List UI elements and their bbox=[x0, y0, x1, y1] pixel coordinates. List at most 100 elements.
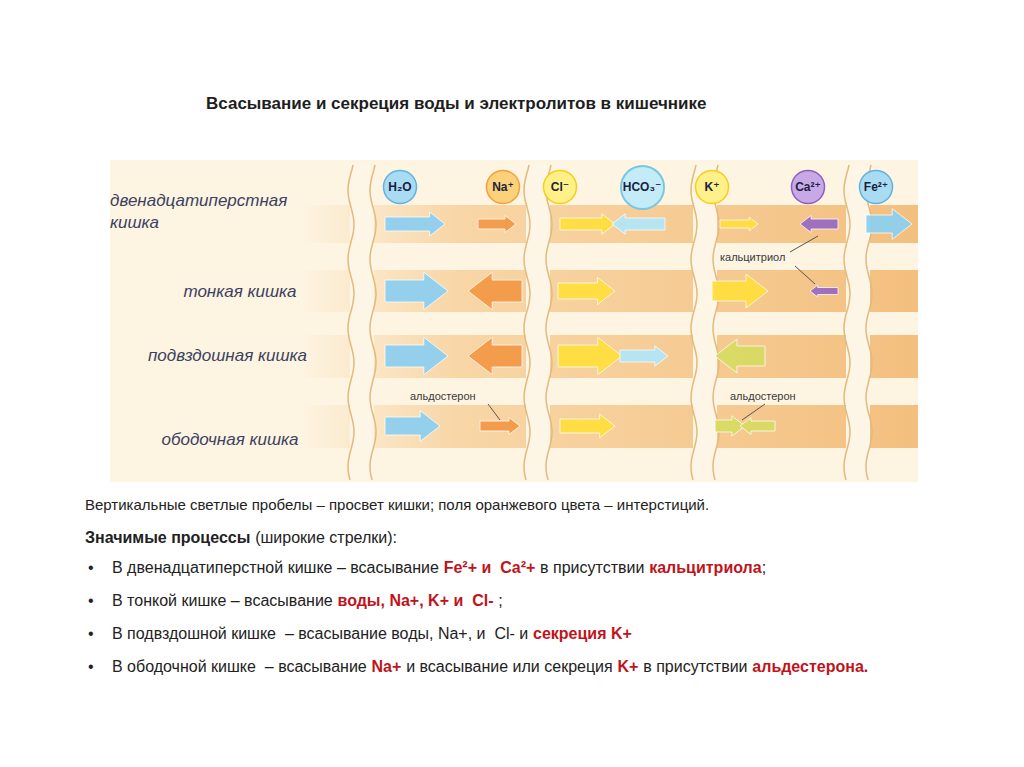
transport-arrow bbox=[385, 212, 445, 236]
transport-arrow bbox=[800, 216, 838, 233]
hormone-label: альдостерон bbox=[408, 390, 478, 402]
ion-circle-outline bbox=[792, 171, 825, 204]
ion-circle: H₂O bbox=[382, 169, 418, 205]
row-label: подвздошная кишка bbox=[115, 345, 340, 367]
ion-circle-outline bbox=[384, 171, 417, 204]
ion-circle: Fe²⁺ bbox=[858, 169, 894, 205]
transport-arrow bbox=[468, 272, 522, 309]
diagram-title: Всасывание и секреция воды и электролито… bbox=[206, 94, 706, 114]
process-text: K+ bbox=[618, 658, 639, 675]
process-text: Na+ bbox=[372, 658, 402, 675]
interstitium-band bbox=[300, 335, 918, 378]
transport-arrow bbox=[620, 346, 668, 366]
row-label: ободочная кишка bbox=[125, 429, 335, 451]
transport-arrow bbox=[612, 214, 665, 234]
leader-line bbox=[790, 236, 818, 252]
diagram-ground bbox=[110, 160, 918, 482]
lumen-wall bbox=[370, 165, 376, 480]
lumen-wall bbox=[844, 165, 850, 480]
ion-circle: Cl⁻ bbox=[542, 169, 578, 205]
process-text: В тонкой кишке – всасывание bbox=[112, 592, 333, 609]
interstitium-band bbox=[300, 205, 918, 243]
row-label: двенадцатиперстная кишка bbox=[110, 190, 310, 234]
process-text: в присутствии bbox=[540, 559, 644, 576]
transport-arrow bbox=[720, 217, 758, 231]
transport-arrow bbox=[478, 216, 516, 233]
process-text: альдестерона. bbox=[752, 658, 868, 675]
ion-symbol: Ca²⁺ bbox=[795, 180, 821, 194]
heading-line: Значимые процессы (широкие стрелки): bbox=[85, 526, 985, 549]
lumen-wall bbox=[713, 165, 719, 480]
transport-arrow bbox=[715, 339, 765, 373]
transport-arrow bbox=[468, 337, 522, 374]
process-text: в присутствии bbox=[643, 658, 747, 675]
bullet-mark: • bbox=[88, 556, 94, 579]
process-text: Значимые процессы bbox=[85, 529, 250, 546]
transport-arrow bbox=[810, 285, 838, 297]
interstitium-band bbox=[300, 270, 918, 312]
transport-arrow bbox=[560, 214, 615, 234]
process-text: секреция K+ bbox=[533, 625, 632, 642]
leader-line bbox=[742, 404, 765, 420]
ion-circle-outline bbox=[544, 171, 577, 204]
process-text: воды, Na+, K+ и Cl- bbox=[338, 592, 494, 609]
ion-circle-outline bbox=[620, 165, 663, 208]
lumen-wall bbox=[524, 165, 530, 480]
process-text: В ободочной кишке – всасывание bbox=[112, 658, 367, 675]
ion-symbol: H₂O bbox=[388, 180, 411, 194]
process-text: ; bbox=[498, 592, 502, 609]
leader-lines bbox=[488, 236, 818, 420]
lumen-wall bbox=[348, 165, 354, 480]
row-label: тонкая кишка bbox=[140, 281, 340, 303]
transport-arrow bbox=[385, 411, 440, 442]
ion-circle: HCO₃⁻ bbox=[619, 164, 666, 211]
lumen-wall bbox=[691, 165, 697, 480]
ion-circle: Na⁺ bbox=[485, 169, 521, 205]
bullet-mark: • bbox=[88, 622, 94, 645]
process-text: и всасывание или секреция bbox=[406, 658, 613, 675]
bullet-line: • В тонкой кишке – всасывание воды, Na+, K… bbox=[88, 589, 972, 612]
process-text: Fe²+ и Ca²+ bbox=[444, 559, 536, 576]
ion-symbol: K⁺ bbox=[705, 180, 720, 194]
ion-symbol: Na⁺ bbox=[492, 180, 514, 194]
lumen-wall bbox=[866, 165, 872, 480]
hormone-label: альдостерон bbox=[728, 390, 798, 402]
process-text: ; bbox=[762, 559, 766, 576]
bullet-mark: • bbox=[88, 589, 94, 612]
lumen-columns bbox=[348, 165, 872, 480]
transport-arrow bbox=[560, 414, 615, 438]
ion-circle: K⁺ bbox=[694, 169, 730, 205]
transport-arrow bbox=[558, 277, 615, 304]
transport-arrow bbox=[385, 272, 448, 309]
transport-arrow bbox=[385, 337, 448, 374]
bullet-line: • В ободочной кишке – всасывание Na+и всас… bbox=[88, 655, 972, 678]
ion-circle-outline bbox=[860, 171, 893, 204]
hormone-label: кальцитриол bbox=[718, 251, 787, 263]
ion-circle-outline bbox=[487, 171, 520, 204]
transport-arrow bbox=[558, 337, 622, 374]
bullet-line: • В подвздошной кишке – всасывание воды, … bbox=[88, 622, 972, 645]
ion-symbol: HCO₃⁻ bbox=[623, 180, 662, 194]
process-text: кальцитриола bbox=[649, 559, 761, 576]
process-text: В подвздошной кишке – всасывание воды, N… bbox=[112, 625, 528, 642]
transport-arrow bbox=[480, 418, 520, 435]
bullet-line: • В двенадцатиперстной кишке – всасывание… bbox=[88, 556, 972, 579]
interstitium-band bbox=[300, 405, 918, 448]
bullet-mark: • bbox=[88, 655, 94, 678]
leader-line bbox=[795, 266, 815, 284]
lumen-wall bbox=[546, 165, 552, 480]
transport-arrows bbox=[385, 209, 912, 442]
leader-line bbox=[488, 404, 500, 420]
ion-symbol: Cl⁻ bbox=[551, 180, 569, 194]
note-text: Вертикальные светлые пробелы – просвет к… bbox=[85, 496, 709, 513]
transport-arrow bbox=[712, 274, 768, 308]
transport-arrow bbox=[866, 209, 912, 240]
ion-circle: Ca²⁺ bbox=[790, 169, 826, 205]
process-text: (широкие стрелки): bbox=[255, 529, 397, 546]
transport-arrow bbox=[740, 418, 775, 435]
ion-circle-outline bbox=[696, 171, 729, 204]
process-text: В двенадцатиперстной кишке – всасывание bbox=[112, 559, 439, 576]
interstitium-bands bbox=[300, 205, 918, 448]
ion-symbol: Fe²⁺ bbox=[864, 180, 888, 194]
